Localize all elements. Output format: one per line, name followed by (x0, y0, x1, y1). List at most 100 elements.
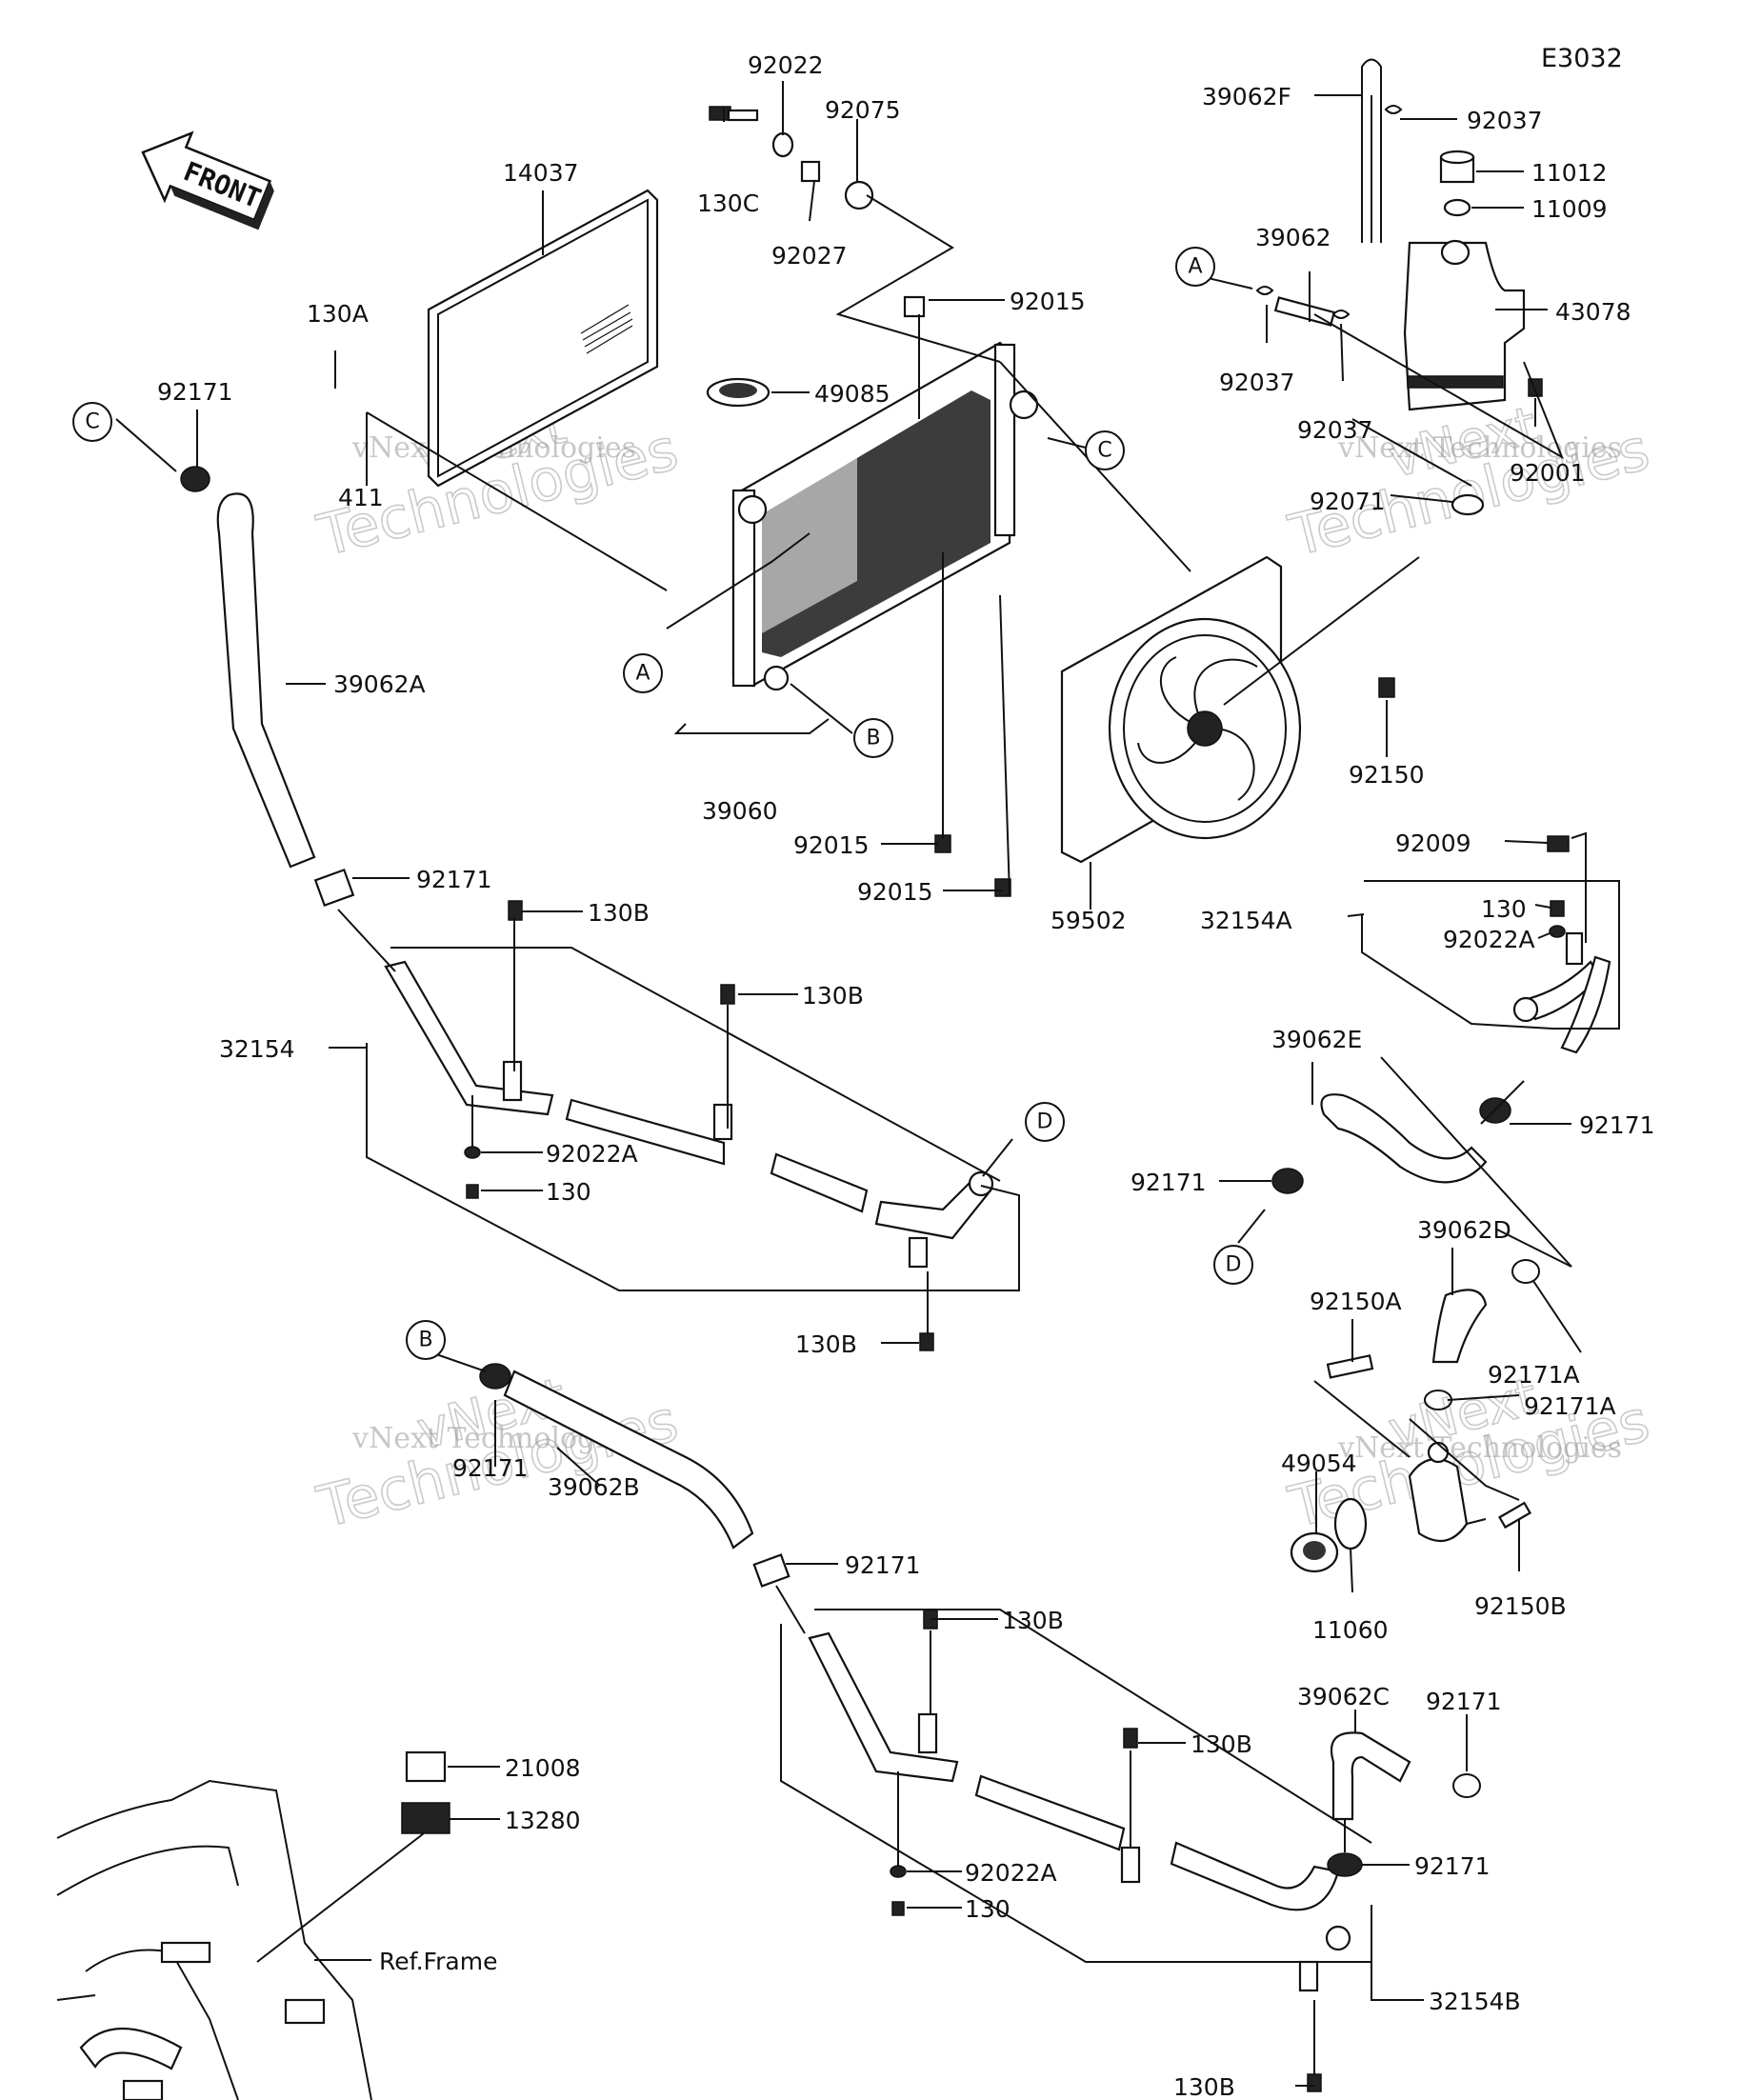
gasket-11009 (1443, 198, 1471, 217)
label-92171-c: 92171 (157, 378, 233, 406)
bolt-130B-2 (720, 984, 735, 1005)
bolt-130B-6 (1307, 2073, 1322, 2092)
label-11009: 11009 (1531, 195, 1608, 223)
label-130B-6: 130B (1173, 2073, 1235, 2100)
hose-39062C (1330, 1731, 1411, 1821)
label-130A: 130A (307, 300, 369, 328)
label-92037-left: 92037 (1219, 369, 1295, 396)
label-32154A: 32154A (1200, 907, 1292, 934)
gasket-11060 (1333, 1497, 1368, 1550)
nut-130-r (1550, 900, 1565, 917)
label-11060: 11060 (1312, 1616, 1389, 1644)
label-49085: 49085 (814, 380, 891, 408)
clamp-92171-c2 (1327, 1852, 1363, 1877)
label-92150B: 92150B (1474, 1592, 1567, 1620)
overflow-hose-39062F (1361, 58, 1382, 243)
label-92022A-1: 92022A (546, 1140, 638, 1168)
label-130C: 130C (697, 190, 759, 217)
label-92171-a: 92171 (416, 866, 492, 893)
label-130B-5: 130B (1191, 1730, 1252, 1758)
callout-B-lower: B (406, 1320, 446, 1360)
label-39062F: 39062F (1202, 83, 1291, 110)
clip-92015-mid2 (994, 878, 1011, 897)
hose-39062D (1431, 1289, 1488, 1364)
clamp-92171-c1 (1452, 1773, 1481, 1798)
radiator (731, 341, 1039, 691)
label-92037-top: 92037 (1467, 107, 1543, 134)
label-92027: 92027 (771, 242, 848, 270)
label-92009: 92009 (1395, 830, 1471, 857)
label-32154: 32154 (219, 1035, 295, 1063)
clamp-92171-r2 (1271, 1168, 1304, 1194)
label-49054: 49054 (1281, 1450, 1357, 1477)
hose-39062B (503, 1370, 754, 1550)
label-11012: 11012 (1531, 159, 1608, 187)
label-92171A-2: 92171A (1524, 1392, 1616, 1420)
callout-A-letter: A (1188, 255, 1202, 279)
callout-C-letter: C (85, 410, 99, 434)
label-92071: 92071 (1310, 488, 1386, 515)
callout-B-letter: B (418, 1329, 432, 1352)
label-39062E: 39062E (1271, 1026, 1362, 1053)
relay-holder-13280 (401, 1802, 450, 1834)
label-14037: 14037 (503, 159, 579, 187)
hose-39062E (1320, 1093, 1488, 1184)
label-92171-r1: 92171 (1579, 1111, 1655, 1139)
label-130-1: 130 (546, 1178, 591, 1206)
clamp-92171-c (180, 466, 210, 492)
front-arrow-icon: FRONT (141, 130, 274, 230)
label-92037-mid: 92037 (1297, 416, 1373, 444)
label-92171A-1: 92171A (1488, 1361, 1580, 1389)
watermark-text: vNext Technologies (1337, 1431, 1622, 1465)
label-92022: 92022 (748, 51, 824, 79)
label-92150A: 92150A (1310, 1288, 1402, 1315)
label-130B-3: 130B (795, 1330, 857, 1358)
washer-92022A-1 (464, 1146, 481, 1159)
pipe-32154B (808, 1631, 1351, 1992)
bolt-92150 (1378, 677, 1395, 698)
thermostat-49054 (1290, 1531, 1339, 1573)
label-130-r: 130 (1481, 895, 1527, 923)
label-21008: 21008 (505, 1754, 581, 1782)
callout-D-mid: D (1025, 1102, 1065, 1142)
bolt-130C (709, 106, 759, 122)
label-39062D: 39062D (1417, 1216, 1511, 1244)
label-92171-c2: 92171 (1414, 1852, 1491, 1880)
callout-D-letter: D (1226, 1253, 1242, 1277)
part-labels: 92022 92075 130C 92027 14037 130A 411 92… (157, 51, 1655, 2100)
callout-A-letter: A (635, 662, 650, 686)
label-92015-mid1: 92015 (793, 831, 870, 859)
label-ref-frame: Ref.Frame (379, 1948, 497, 1975)
label-92171-b2: 92171 (845, 1551, 921, 1579)
radiator-cap (706, 377, 770, 408)
washer-92022A-2 (890, 1865, 907, 1878)
clamp-92171-a (313, 868, 355, 908)
callout-D-letter: D (1037, 1110, 1053, 1134)
clip-92015-top (903, 295, 926, 318)
clamp-92171-b1 (479, 1363, 511, 1390)
leader-lines (115, 81, 1620, 2087)
label-39062B: 39062B (548, 1473, 640, 1501)
bolt-92150B (1498, 1501, 1531, 1530)
frame-section (56, 1779, 372, 2100)
bolt-130B-3 (919, 1332, 934, 1351)
callout-A-left: A (623, 653, 663, 693)
label-32154B: 32154B (1429, 1988, 1521, 2015)
thermostat-housing (1408, 1441, 1469, 1543)
callout-C-right: C (1085, 430, 1125, 470)
bolt-92150A (1326, 1354, 1374, 1379)
nut-130-1 (466, 1184, 479, 1199)
grommet-92075 (844, 180, 874, 210)
pipe-32154 (384, 960, 994, 1269)
label-130-2: 130 (965, 1895, 1011, 1923)
clamp-92171A-1 (1511, 1259, 1540, 1284)
callout-D-right: D (1213, 1245, 1253, 1285)
radiator-screen (427, 189, 659, 488)
relay-21008 (405, 1750, 447, 1783)
label-130B-1: 130B (588, 899, 650, 927)
bolt-130B-5 (1123, 1728, 1138, 1749)
clamp-92037-top (1384, 105, 1403, 114)
label-39062: 39062 (1255, 224, 1331, 251)
bolt-92001 (1528, 378, 1543, 397)
